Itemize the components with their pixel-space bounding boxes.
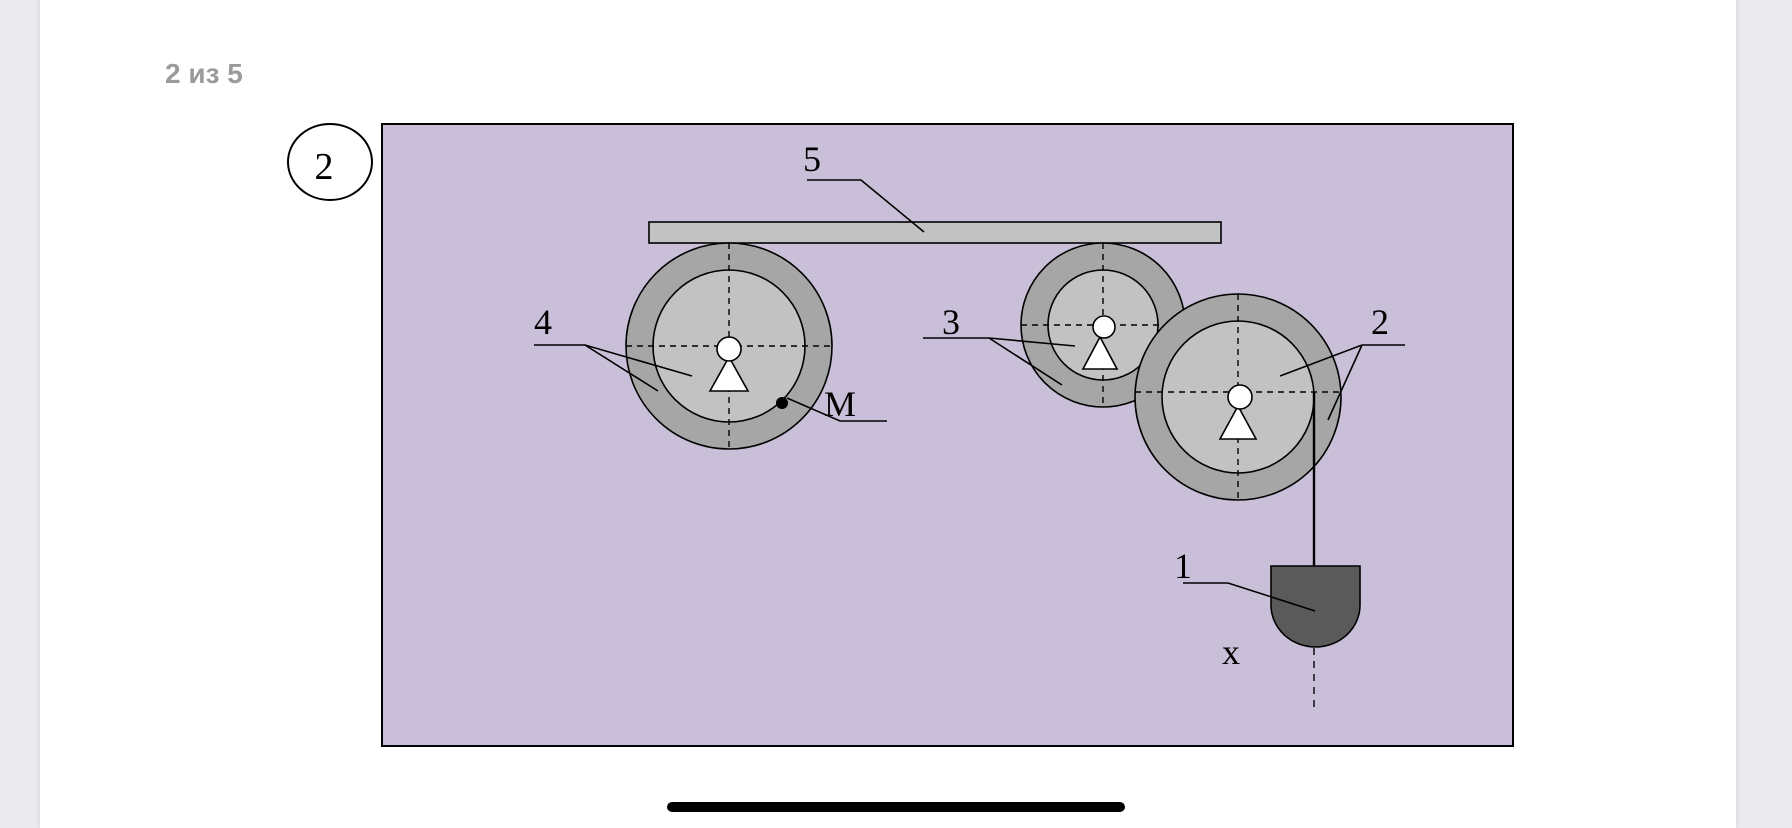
label-point-m: M <box>824 384 856 424</box>
wheel-body-4 <box>625 242 833 450</box>
label-body-2: 2 <box>1371 302 1389 342</box>
load-body-1 <box>1270 565 1361 648</box>
home-indicator[interactable] <box>667 802 1125 812</box>
label-body-3: 3 <box>942 302 960 342</box>
wheel-body-2 <box>1134 293 1342 501</box>
page-counter: 2 из 5 <box>165 58 243 89</box>
figure-panel <box>381 123 1514 747</box>
label-body-1: 1 <box>1174 546 1192 586</box>
point-m-dot <box>776 397 788 409</box>
variant-number-ellipse <box>287 123 373 201</box>
label-axis-x: x <box>1222 632 1240 672</box>
leader-lines <box>534 179 1405 612</box>
rack-body-5 <box>648 221 1222 244</box>
variant-number: 2 <box>315 146 334 188</box>
label-body-5: 5 <box>803 139 821 179</box>
label-body-4: 4 <box>534 302 552 342</box>
